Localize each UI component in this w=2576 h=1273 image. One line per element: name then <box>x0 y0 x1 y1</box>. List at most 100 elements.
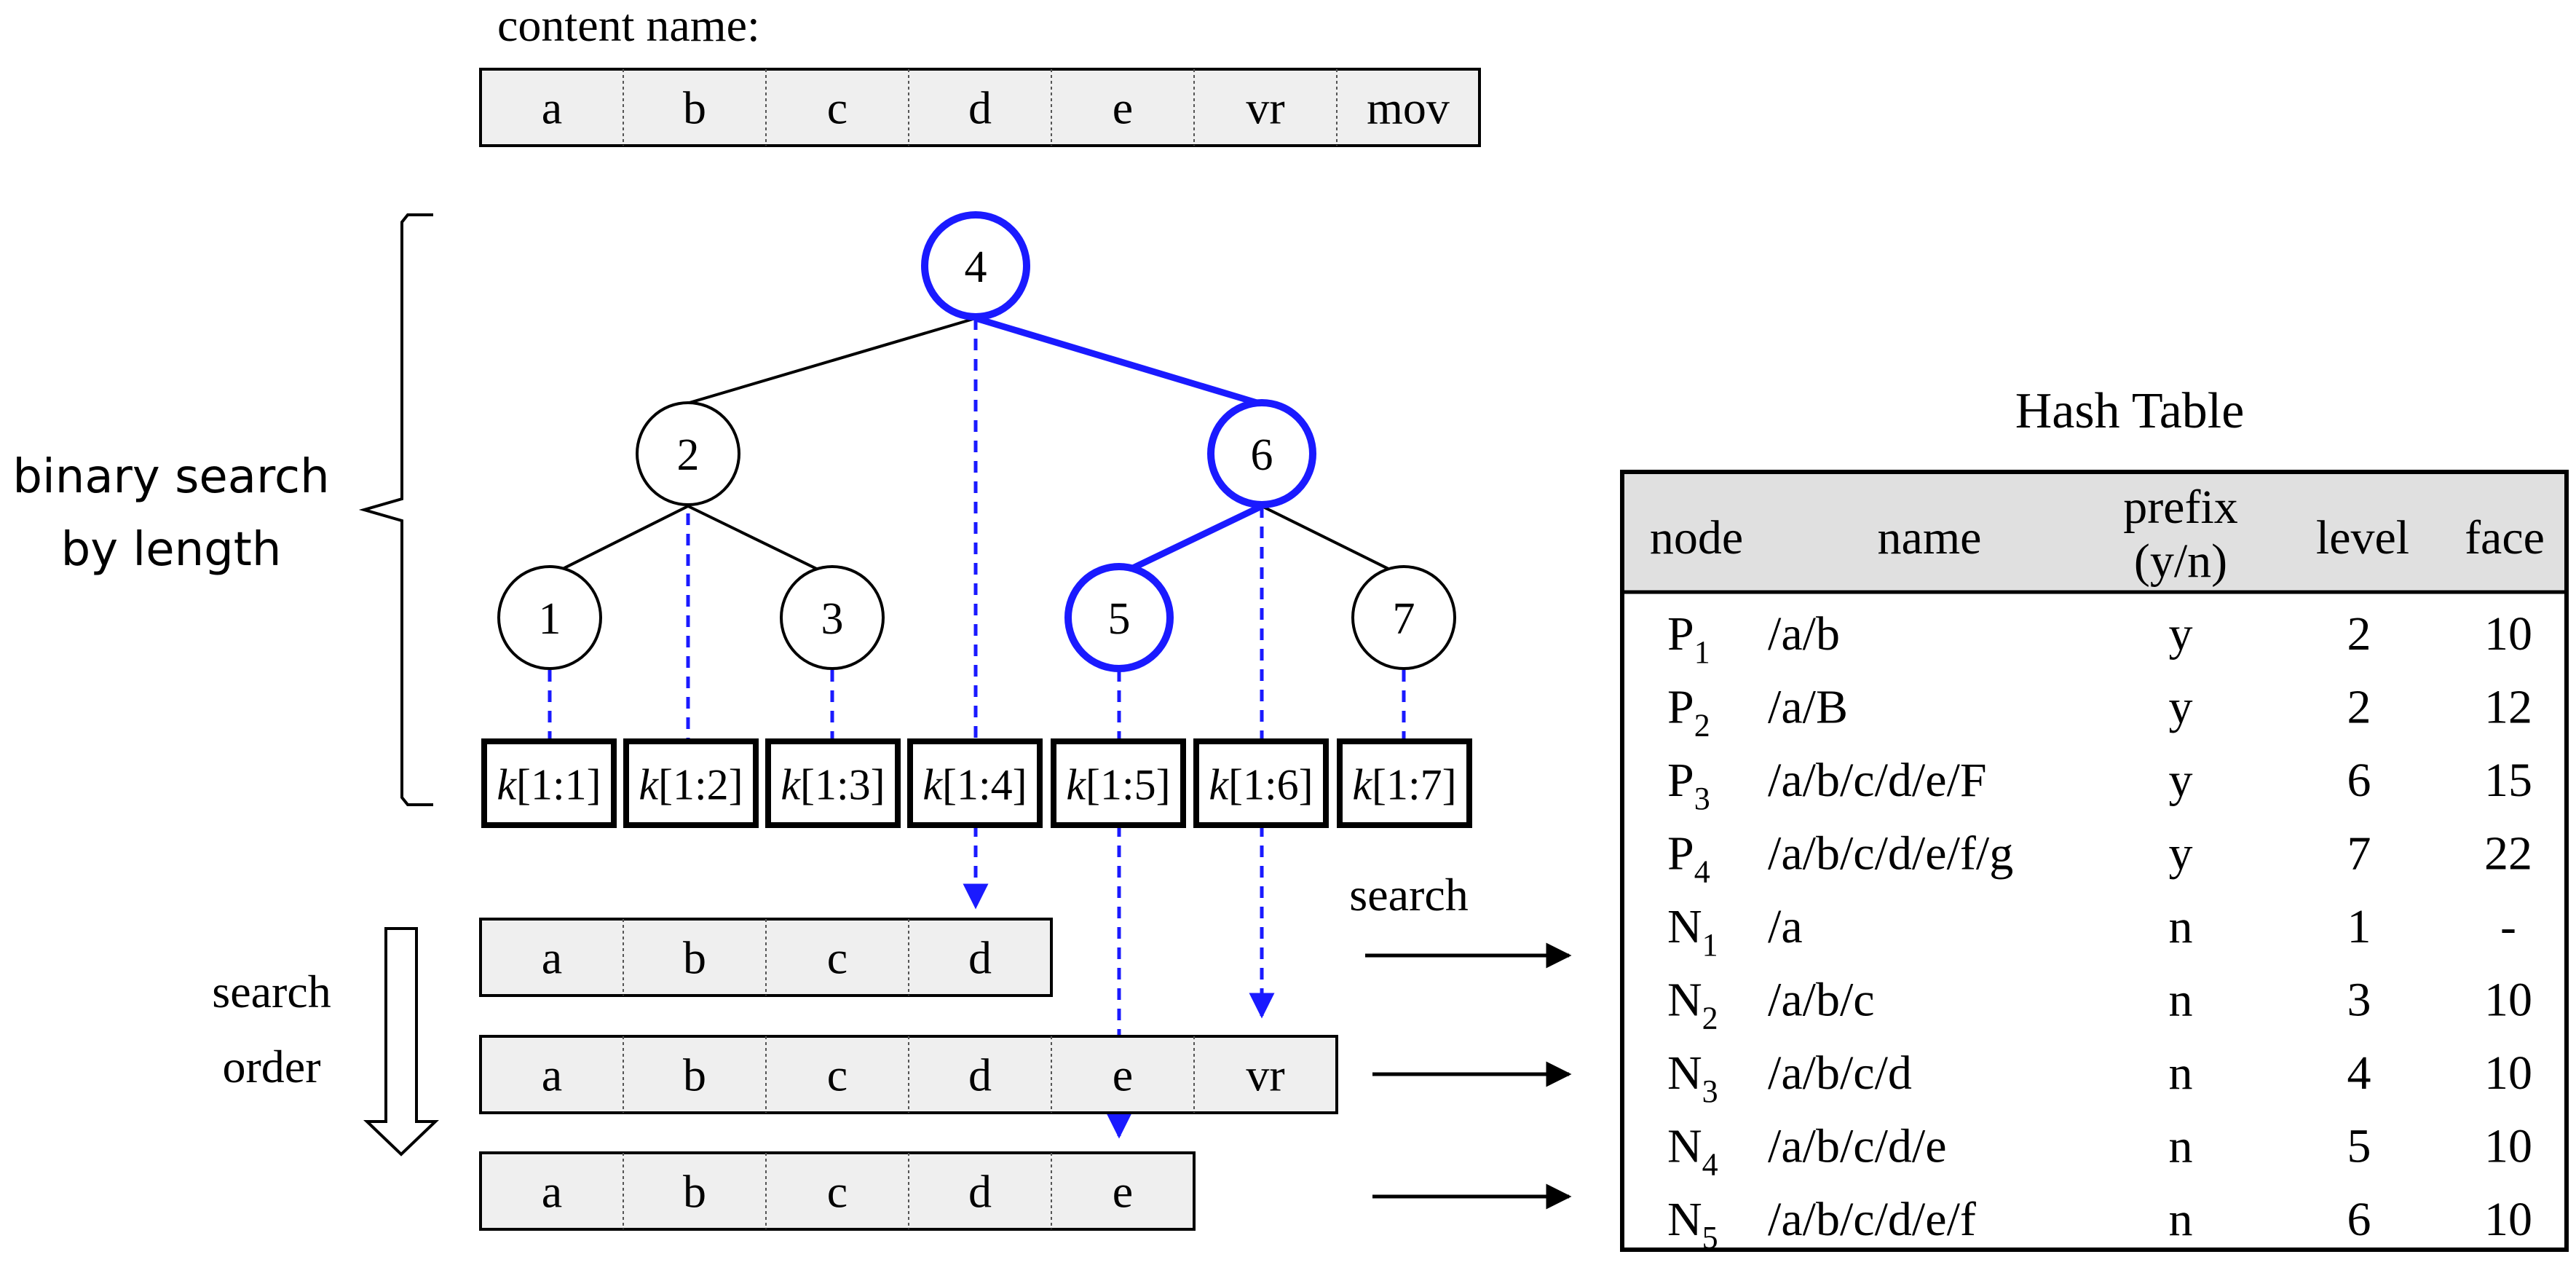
key-box: k[1:7] <box>1337 738 1472 828</box>
name-segment: d <box>968 1166 992 1218</box>
hash-row-face: 10 <box>2484 974 2532 1027</box>
name-segment: c <box>827 1166 848 1218</box>
hash-row-prefix: y <box>2169 681 2193 734</box>
hash-row-name: /a/b/c/d/e <box>1768 1120 1947 1173</box>
key-box: k[1:3] <box>765 738 901 828</box>
node-letter: N <box>1667 974 1702 1027</box>
tree-node-6: 6 <box>1207 399 1316 508</box>
name-segment: c <box>827 1049 848 1101</box>
tree-node-3: 3 <box>780 565 885 670</box>
hash-row-name: /a/b/c/d/e/F <box>1768 754 1987 807</box>
binary-search-label-line1: binary search <box>12 450 329 504</box>
name-segment: b <box>683 82 706 134</box>
name-segment: a <box>542 1166 562 1218</box>
name-segment: d <box>968 82 992 134</box>
tree-node-label: 5 <box>1108 594 1131 644</box>
content-name-label: content name: <box>497 0 760 51</box>
name-segment: e <box>1113 82 1133 134</box>
key-box: k[1:4] <box>907 738 1043 828</box>
tree-node-label: 6 <box>1251 430 1273 480</box>
edge-4-6 <box>974 315 1263 408</box>
key-box-label: k[1:3] <box>781 761 885 809</box>
header-prefix-line2: (y/n) <box>2134 535 2227 588</box>
hash-row-node: P2 <box>1667 681 1710 744</box>
name-segment: c <box>827 932 848 984</box>
node-subscript: 2 <box>1694 708 1710 744</box>
tree-node-circle <box>1064 563 1174 672</box>
key-box-label: k[1:1] <box>497 761 601 809</box>
tree-node-circle <box>1351 565 1456 670</box>
hash-row-name: /a <box>1768 900 1803 953</box>
hash-row-name: /a/b/c/d/e/f <box>1768 1193 1976 1246</box>
hash-row-node: N3 <box>1667 1047 1718 1109</box>
hash-row-node: P1 <box>1667 607 1710 670</box>
key-range: [1:7] <box>1372 761 1457 809</box>
hash-row-name: /a/B <box>1768 681 1848 734</box>
node-letter: P <box>1667 754 1694 807</box>
name-segment: e <box>1113 1166 1133 1218</box>
hash-row-face: 22 <box>2484 827 2532 880</box>
tree-node-circle <box>921 211 1030 320</box>
node-letter: N <box>1667 1193 1702 1246</box>
hash-row-face: - <box>2500 900 2516 953</box>
hash-row-prefix: n <box>2169 1193 2193 1246</box>
key-range: [1:2] <box>658 761 743 809</box>
hash-table-title: Hash Table <box>2015 383 2245 439</box>
node-subscript: 4 <box>1694 854 1710 890</box>
key-box: k[1:5] <box>1051 738 1186 828</box>
search-order-label-line2: order <box>222 1041 320 1092</box>
tree-node-circle <box>497 565 602 670</box>
hash-row-prefix: n <box>2169 1047 2193 1100</box>
node-letter: N <box>1667 1047 1702 1100</box>
key-box-label: k[1:4] <box>922 761 1027 809</box>
tree-edges <box>549 315 1402 579</box>
edge-6-7 <box>1261 505 1402 577</box>
name-segment: vr <box>1246 1049 1284 1101</box>
key-var: k <box>1066 761 1086 809</box>
tree-node-5: 5 <box>1064 563 1174 672</box>
name-segment: c <box>827 82 848 134</box>
name-segment: b <box>683 932 706 984</box>
hash-row-node: P4 <box>1667 827 1710 890</box>
key-range: [1:1] <box>516 761 601 809</box>
key-range: [1:4] <box>942 761 1027 809</box>
binary-search-label-line2: by length <box>61 523 282 577</box>
content-name-row-frame <box>479 68 1481 147</box>
search-row-3-frame <box>479 1151 1196 1231</box>
search-order-label-line1: search <box>212 966 331 1017</box>
tree-node-circle <box>1207 399 1316 508</box>
edge-2-3 <box>687 505 831 577</box>
header-node: node <box>1650 511 1743 564</box>
node-letter: P <box>1667 827 1694 880</box>
node-subscript: 1 <box>1702 927 1718 963</box>
key-box-label: k[1:7] <box>1352 761 1456 809</box>
key-range: [1:3] <box>800 761 885 809</box>
hash-row-prefix: n <box>2169 900 2193 953</box>
name-segment: mov <box>1367 82 1450 134</box>
header-level: level <box>2316 511 2409 564</box>
key-box: k[1:2] <box>623 738 759 828</box>
tree-node-label: 3 <box>821 594 844 644</box>
name-segment: d <box>968 1049 992 1101</box>
hash-row-prefix: y <box>2169 754 2193 807</box>
hash-row-name: /a/b/c/d/e/f/g <box>1768 827 2013 880</box>
node-subscript: 3 <box>1702 1073 1718 1109</box>
key-var: k <box>922 761 943 809</box>
key-box-label: k[1:6] <box>1209 761 1313 809</box>
key-var: k <box>1209 761 1229 809</box>
key-box: k[1:1] <box>481 738 617 828</box>
key-box-frame <box>623 738 759 828</box>
header-prefix-line1: prefix <box>2123 481 2238 534</box>
hash-table-header-bg <box>1622 472 2567 592</box>
name-segment: a <box>542 932 562 984</box>
hash-row-level: 1 <box>2347 900 2371 953</box>
key-box-label: k[1:2] <box>639 761 743 809</box>
